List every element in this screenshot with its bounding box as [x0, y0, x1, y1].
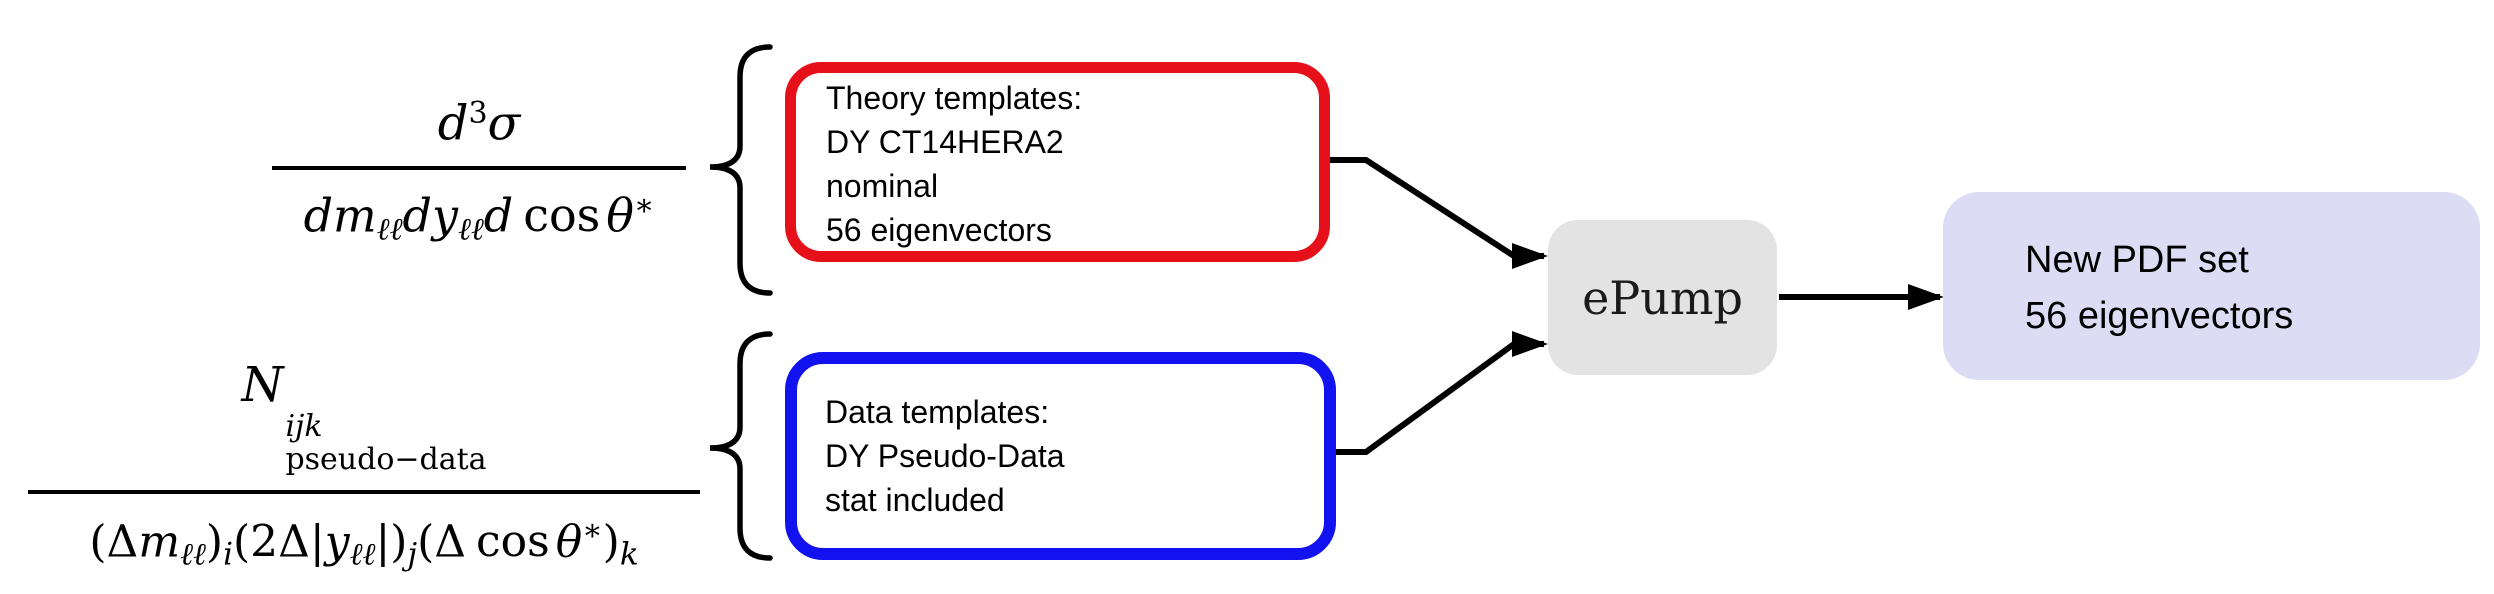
theory-box-line: 56 eigenvectors	[826, 212, 1052, 248]
new-pdf-set-box: New PDF set 56 eigenvectors	[1943, 192, 2480, 380]
left-brace-bottom	[709, 331, 773, 561]
arrow-theory-to-epump	[1330, 157, 1548, 269]
data-box-line: DY Pseudo-Data	[825, 438, 1065, 474]
fraction-bar	[272, 165, 686, 170]
data-box-line: Data templates:	[825, 394, 1050, 430]
theory-box-line: DY CT14HERA2	[826, 124, 1064, 160]
formula-top-numerator: d3σ	[437, 95, 521, 152]
data-templates-box: Data templates: DY Pseudo-Data stat incl…	[785, 352, 1336, 560]
left-brace-top	[709, 44, 773, 296]
output-box-line: 56 eigenvectors	[2025, 295, 2294, 337]
epump-box: ePump	[1548, 220, 1777, 375]
arrow-data-to-epump	[1336, 331, 1548, 455]
data-box-line: stat included	[825, 482, 1005, 518]
output-box-line: New PDF set	[2025, 239, 2249, 281]
epump-label: ePump	[1582, 270, 1743, 325]
fraction-bar	[28, 489, 700, 494]
theory-templates-box: Theory templates: DY CT14HERA2 nominal 5…	[785, 62, 1330, 262]
theory-box-line: Theory templates:	[826, 80, 1083, 116]
theory-box-line: nominal	[826, 168, 939, 204]
